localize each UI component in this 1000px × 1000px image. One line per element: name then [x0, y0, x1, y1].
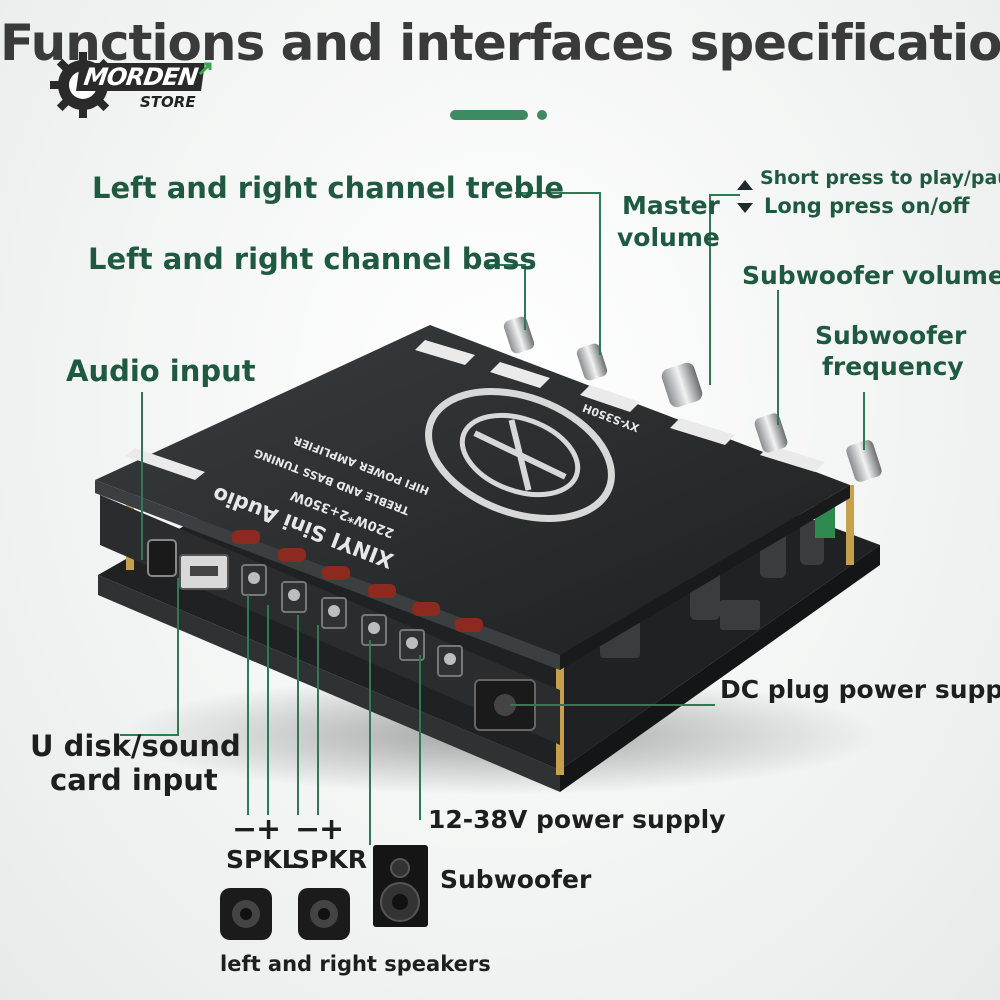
label-master-volume-1: Master: [622, 191, 720, 220]
spkr-plus: +: [319, 812, 345, 847]
logo-sub: STORE: [140, 93, 196, 111]
spkl-minus: −: [232, 812, 258, 847]
label-udisk-2: card input: [50, 763, 218, 797]
title-underline: [450, 110, 528, 120]
label-dc-plug: DC plug power supply: [720, 675, 1000, 704]
store-logo: MORDEN STORE: [48, 50, 218, 120]
label-power-supply: 12-38V power supply: [428, 805, 726, 834]
title-underline-dot: [537, 110, 547, 120]
label-subwoofer-volume: Subwoofer volume: [742, 261, 1000, 290]
label-treble: Left and right channel treble: [92, 171, 565, 205]
label-subwoofer-frequency-1: Subwoofer: [815, 321, 967, 350]
label-spkr: SPKR: [292, 845, 367, 874]
arrow-icon: [198, 62, 212, 76]
arrow-down-icon: [737, 203, 753, 213]
label-bass: Left and right channel bass: [88, 242, 537, 276]
label-subwoofer: Subwoofer: [440, 865, 592, 894]
label-master-volume-2: volume: [617, 223, 720, 252]
arrow-up-icon: [737, 180, 753, 190]
page-title: Functions and interfaces specification: [0, 14, 1000, 72]
label-udisk-1: U disk/sound: [30, 729, 241, 763]
label-subwoofer-frequency-2: frequency: [822, 352, 964, 381]
label-left-right-speakers: left and right speakers: [220, 952, 491, 976]
label-spkl: SPKL: [226, 845, 298, 874]
label-long-press: Long press on/off: [764, 194, 970, 218]
label-audio-input: Audio input: [66, 354, 256, 388]
label-short-press: Short press to play/pause: [760, 167, 1000, 189]
spkr-minus: −: [295, 812, 321, 847]
spkl-plus: +: [256, 812, 282, 847]
